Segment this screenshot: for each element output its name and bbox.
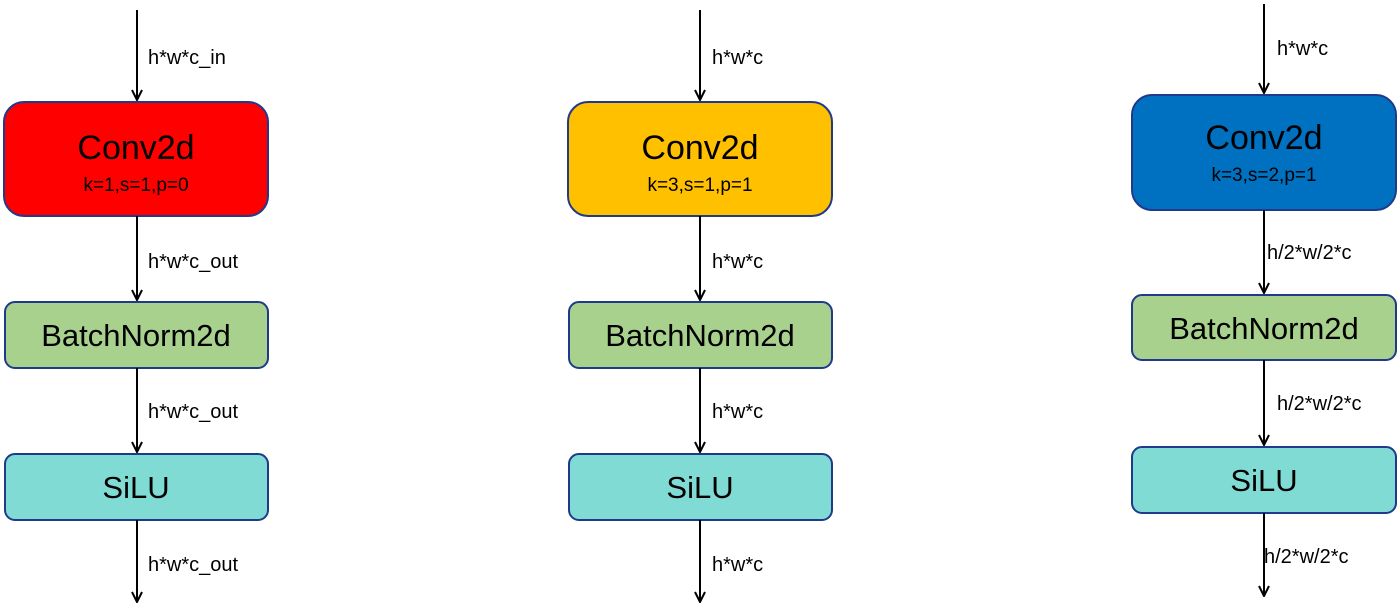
conv-title: Conv2d <box>77 129 194 167</box>
bn-out-label: h/2*w/2*c <box>1277 393 1362 415</box>
batchnorm-label: BatchNorm2d <box>1169 311 1359 346</box>
column-2: h*w*c Conv2d k=3,s=1,p=1 h*w*c BatchNorm… <box>567 10 833 602</box>
input-label: h*w*c <box>1277 38 1328 60</box>
conv-title: Conv2d <box>641 129 758 167</box>
input-label: h*w*c_in <box>148 47 226 69</box>
conv-title: Conv2d <box>1205 119 1322 157</box>
conv-params: k=3,s=1,p=1 <box>647 175 752 196</box>
column-1: h*w*c_in Conv2d k=1,s=1,p=0 h*w*c_out Ba… <box>3 10 269 602</box>
conv-params: k=3,s=2,p=1 <box>1211 165 1316 186</box>
conv-out-label: h/2*w/2*c <box>1267 242 1352 264</box>
silu-label: SiLU <box>102 470 169 505</box>
batchnorm-label: BatchNorm2d <box>41 318 231 353</box>
silu-label: SiLU <box>1230 463 1297 498</box>
conv-out-label: h*w*c_out <box>148 251 239 273</box>
conv-out-label: h*w*c <box>712 251 763 273</box>
output-label: h/2*w/2*c <box>1264 546 1349 568</box>
silu-label: SiLU <box>666 470 733 505</box>
conv-params: k=1,s=1,p=0 <box>83 175 188 196</box>
bn-out-label: h*w*c <box>712 401 763 423</box>
output-label: h*w*c <box>712 554 763 576</box>
output-label: h*w*c_out <box>148 554 239 576</box>
column-3: h*w*c Conv2d k=3,s=2,p=1 h/2*w/2*c Batch… <box>1131 4 1397 596</box>
input-label: h*w*c <box>712 47 763 69</box>
batchnorm-label: BatchNorm2d <box>605 318 795 353</box>
bn-out-label: h*w*c_out <box>148 401 239 423</box>
